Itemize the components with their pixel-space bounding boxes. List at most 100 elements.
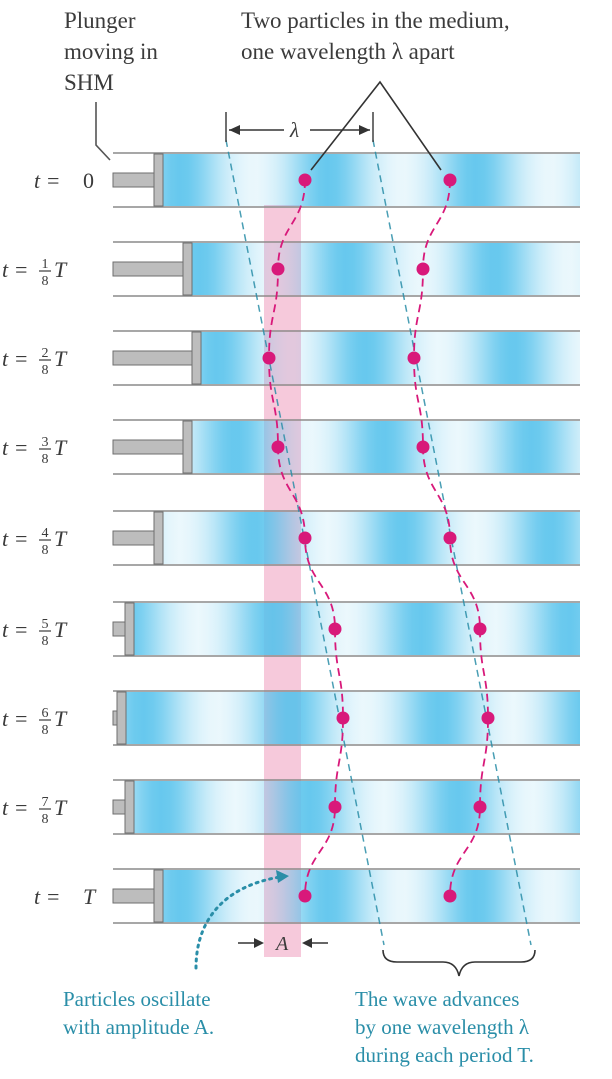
time-label-rhs: T <box>54 795 68 820</box>
time-label: t = 0 <box>34 168 94 193</box>
particle-dot <box>416 440 430 454</box>
particle-dot <box>328 800 342 814</box>
plunger-rod <box>112 888 155 904</box>
plunger <box>112 780 135 834</box>
advance-caption-line3: during each period T. <box>355 1043 534 1067</box>
time-label-numerator: 6 <box>42 706 49 721</box>
plunger-face <box>153 869 164 923</box>
plunger-label-line1: Plunger <box>64 8 136 33</box>
wave-medium <box>133 781 580 833</box>
plunger-face <box>153 153 164 207</box>
particle-dot <box>443 173 457 187</box>
plunger-rod <box>112 799 126 815</box>
tube-row <box>112 601 580 657</box>
particle-dot <box>443 889 457 903</box>
wavelength-dimension: λ <box>225 112 374 142</box>
time-label-numerator: 1 <box>42 257 49 272</box>
plunger-rod <box>112 439 184 455</box>
plunger-rod <box>112 530 155 546</box>
particles <box>262 173 495 903</box>
time-label-rhs: T <box>83 884 97 909</box>
amplitude-label: A <box>274 933 289 955</box>
plunger-face <box>182 420 193 474</box>
particle-dot <box>481 711 495 725</box>
time-label-denominator: 8 <box>42 452 49 467</box>
wave-medium <box>162 870 580 922</box>
particle-dot <box>298 889 312 903</box>
time-label-denominator: 8 <box>42 812 49 827</box>
particle-dot <box>328 622 342 636</box>
particles-pointer <box>310 80 442 171</box>
tube-row <box>112 690 580 746</box>
plunger-rod <box>112 261 184 277</box>
tube-row <box>112 241 580 297</box>
time-label-lhs: t = <box>2 617 28 642</box>
particles-label-line1: Two particles in the medium, <box>241 8 510 33</box>
tube-row <box>112 779 580 835</box>
plunger-face <box>153 511 164 565</box>
plunger-rod <box>112 172 155 188</box>
wave-medium <box>191 421 580 473</box>
tube-row <box>112 330 580 386</box>
advance-caption-line1: The wave advances <box>355 987 519 1011</box>
time-label-lhs: t = <box>2 346 28 371</box>
particle-dot <box>298 531 312 545</box>
oscillate-caption-line2: with amplitude A. <box>63 1015 214 1039</box>
time-label-lhs: t = <box>34 168 60 193</box>
particle-dot <box>271 440 285 454</box>
tube-row <box>112 419 580 475</box>
time-label-numerator: 7 <box>42 795 49 810</box>
time-label-lhs: t = <box>2 526 28 551</box>
tube-row <box>112 510 580 566</box>
time-label-rhs: T <box>54 617 68 642</box>
tube-row <box>112 868 580 924</box>
plunger <box>112 153 164 207</box>
time-label-lhs: t = <box>2 795 28 820</box>
wave-medium <box>200 332 580 384</box>
time-label-denominator: 8 <box>42 723 49 738</box>
particle-dot <box>443 531 457 545</box>
time-label-numerator: 5 <box>42 617 49 632</box>
time-label-numerator: 4 <box>42 526 49 541</box>
time-label-lhs: t = <box>2 706 28 731</box>
time-label-denominator: 8 <box>42 363 49 378</box>
particle-dot <box>473 800 487 814</box>
plunger-face <box>182 242 193 296</box>
plunger-label-line2: moving in <box>64 39 158 64</box>
time-label-lhs: t = <box>2 257 28 282</box>
time-label-numerator: 3 <box>42 435 49 450</box>
plunger <box>112 691 127 745</box>
oscillate-arrow <box>194 875 282 970</box>
plunger-face <box>124 602 135 656</box>
lambda-label: λ <box>289 118 299 142</box>
wave-medium <box>191 243 580 295</box>
plunger <box>112 869 164 923</box>
time-label-numerator: 2 <box>42 346 49 361</box>
wave-medium <box>133 603 580 655</box>
wave-medium <box>162 512 580 564</box>
plunger-rod <box>112 710 118 726</box>
plunger-rod <box>112 350 193 366</box>
plunger <box>112 242 193 296</box>
tube-rows <box>112 152 580 924</box>
plunger <box>112 420 193 474</box>
plunger-face <box>124 780 135 834</box>
time-label-rhs: T <box>54 706 68 731</box>
amplitude-band <box>264 205 301 957</box>
oscillate-arrowhead <box>276 870 289 883</box>
amplitude-marker: A <box>238 933 328 955</box>
particle-dot <box>416 262 430 276</box>
time-label-lhs: t = <box>2 435 28 460</box>
particle-dot <box>271 262 285 276</box>
advance-caption-line2: by one wavelength λ <box>355 1015 530 1039</box>
time-label-denominator: 8 <box>42 634 49 649</box>
plunger-rod <box>112 621 126 637</box>
